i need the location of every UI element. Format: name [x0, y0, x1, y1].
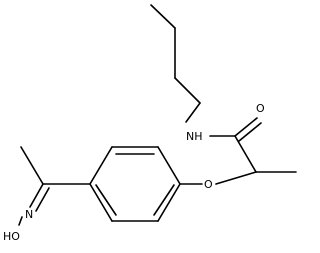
- bond-butyl-1: [150, 4, 176, 29]
- bond-cn-double-2: [35, 187, 50, 212]
- bond-carbonyl-alpha: [234, 135, 257, 173]
- bond-co-double-2: [238, 122, 262, 142]
- molecule-svg: NH O O N HO: [3, 4, 297, 243]
- ring-double-2: [95, 184, 117, 216]
- bond-imine-methyl: [20, 146, 44, 185]
- oxime-n-label: N: [25, 208, 33, 221]
- structure-diagram: NH O O N HO: [3, 4, 297, 243]
- ether-o-label: O: [204, 178, 213, 191]
- bond-butyl-4: [185, 102, 201, 123]
- ring-bond-3: [89, 146, 113, 185]
- ring-bond-1: [157, 146, 181, 185]
- bond-alpha-ether: [215, 171, 257, 185]
- bond-cn-double-1: [29, 183, 44, 208]
- amide-nh-label: NH: [186, 130, 203, 143]
- ring-double-3: [153, 184, 175, 216]
- bond-butyl-3: [174, 77, 201, 104]
- ring-bond-4: [89, 183, 113, 222]
- carbonyl-o-label: O: [256, 102, 265, 115]
- bond-n-o: [18, 216, 23, 226]
- ring-bond-6: [157, 183, 181, 222]
- oxime-hydroxyl-label: HO: [3, 230, 20, 243]
- bond-co-double-1: [234, 117, 258, 137]
